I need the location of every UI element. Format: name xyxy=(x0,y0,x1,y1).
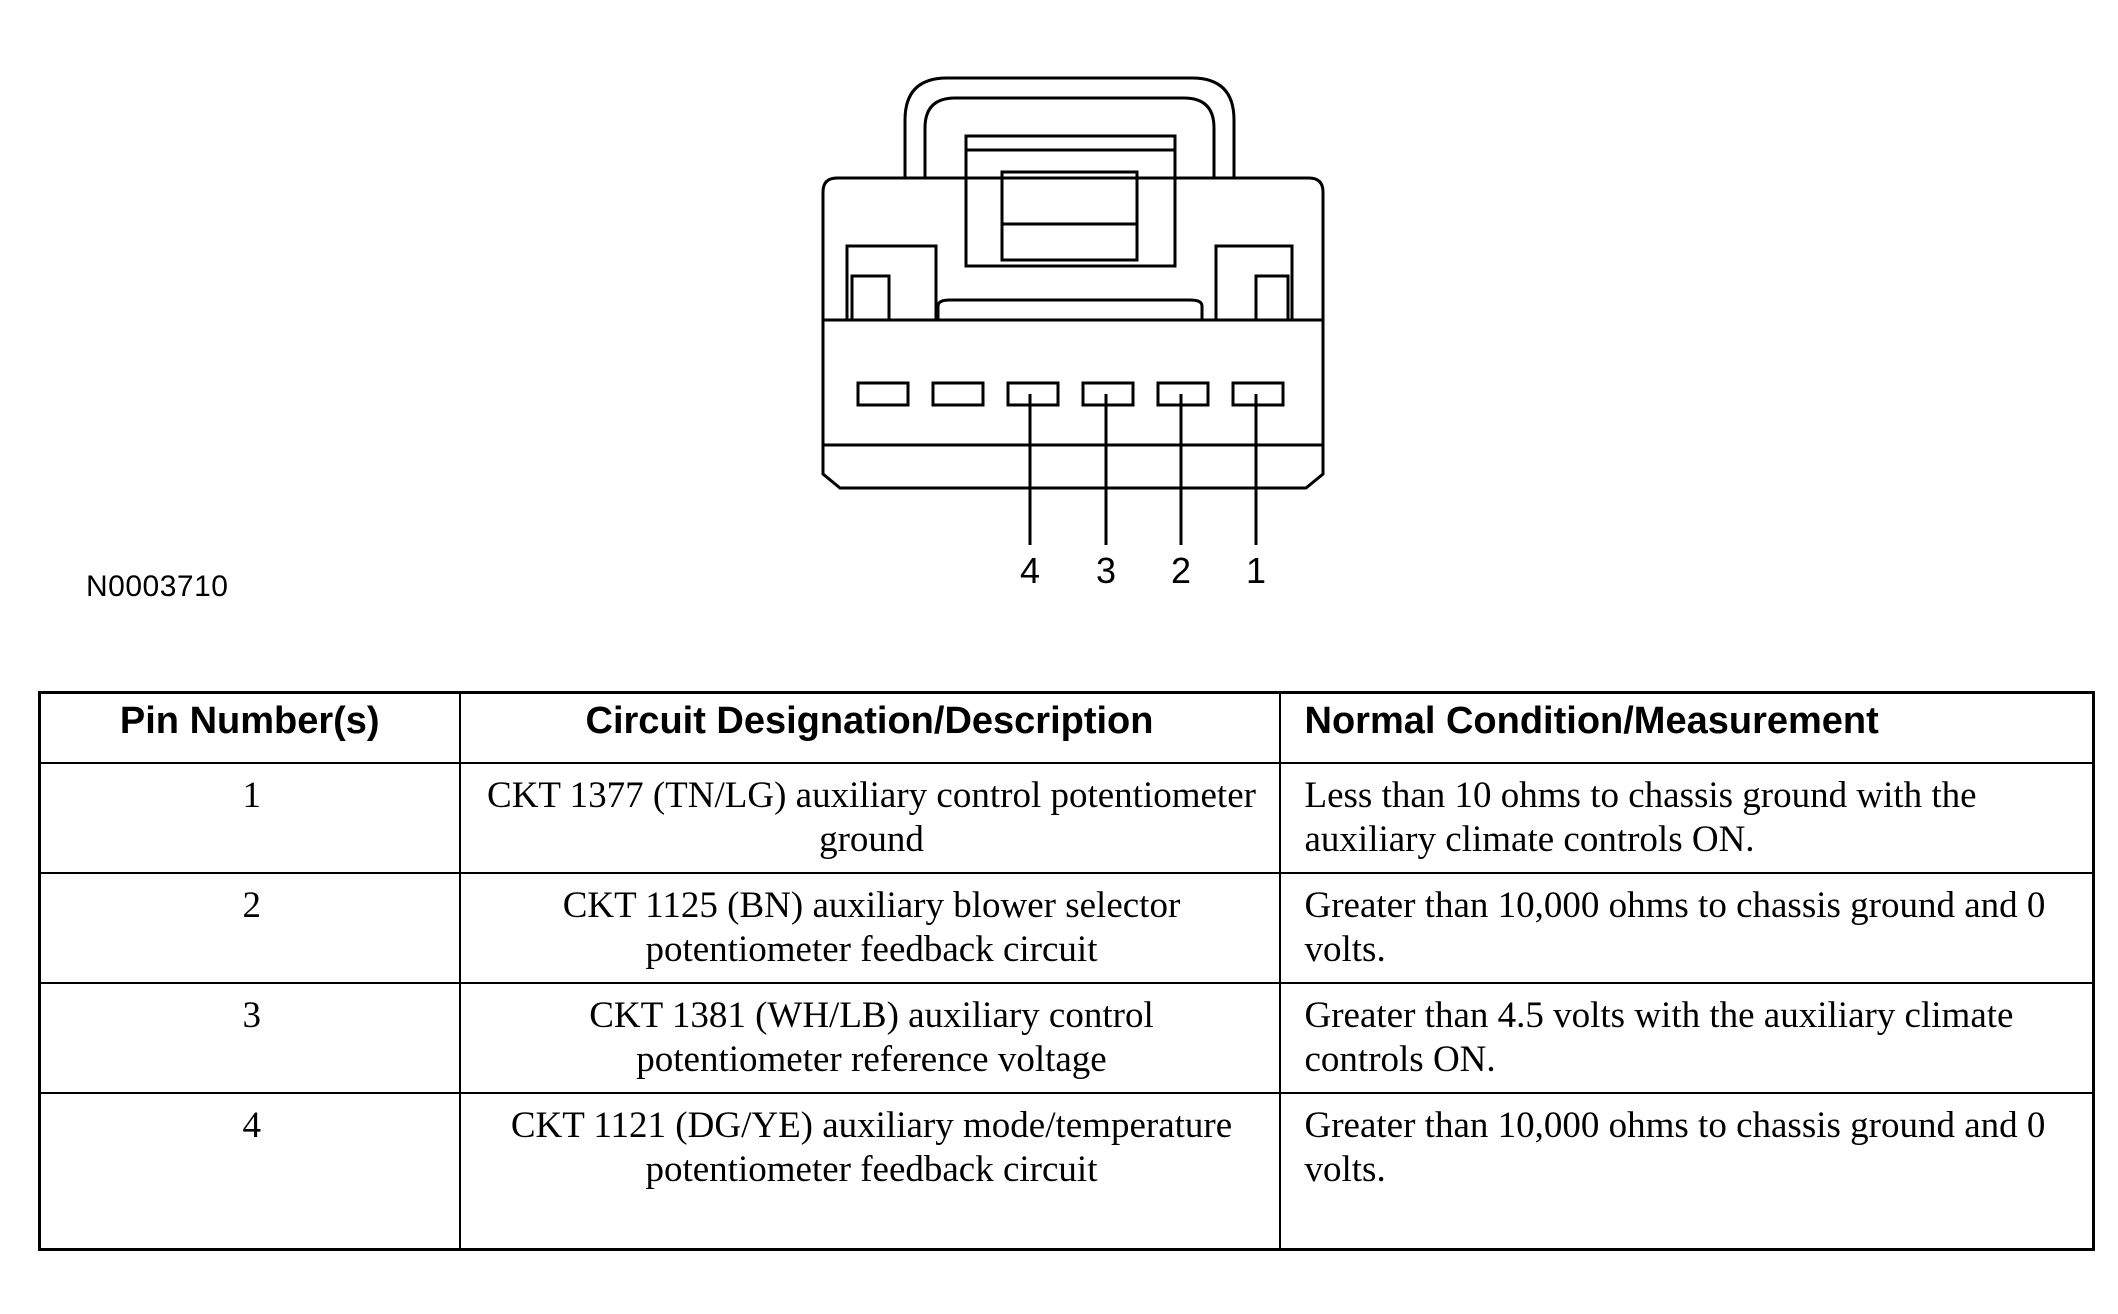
terminal-cavity-6 xyxy=(856,381,910,407)
normal-condition-cell: Greater than 10,000 ohms to chassis grou… xyxy=(1278,1092,2095,1251)
pin-label-1: 1 xyxy=(1246,550,1266,591)
connector-latch-inner xyxy=(923,96,1216,178)
left-key-inner xyxy=(850,274,891,320)
normal-condition-cell: Greater than 10,000 ohms to chassis grou… xyxy=(1278,872,2095,984)
pin-number-cell: 2 xyxy=(38,872,461,984)
figure-id: N0003710 xyxy=(86,570,229,603)
pin-table: Pin Number(s) Circuit Designation/Descri… xyxy=(38,691,2095,1251)
connector-housing xyxy=(821,176,1325,490)
header-normal-condition: Normal Condition/Measurement xyxy=(1278,691,2095,764)
pin-number-cell: 3 xyxy=(38,982,461,1094)
table-header-row: Pin Number(s) Circuit Designation/Descri… xyxy=(38,691,2095,764)
normal-condition-cell: Greater than 4.5 volts with the auxiliar… xyxy=(1278,982,2095,1094)
pin-number-cell: 1 xyxy=(38,762,461,874)
pin-label-3: 3 xyxy=(1096,550,1116,591)
header-circuit-description: Circuit Designation/Description xyxy=(458,691,1281,764)
table-row: 2 CKT 1125 (BN) auxiliary blower selecto… xyxy=(38,872,2095,984)
table-row: 3 CKT 1381 (WH/LB) auxiliary control pot… xyxy=(38,982,2095,1094)
terminal-cavity-1 xyxy=(1231,381,1285,407)
circuit-description-cell: CKT 1121 (DG/YE) auxiliary mode/temperat… xyxy=(458,1092,1281,1251)
lock-ramp xyxy=(936,298,1204,320)
terminal-cavity-3 xyxy=(1081,381,1135,407)
lock-channel-inner xyxy=(1000,170,1139,262)
right-key-inner xyxy=(1254,274,1290,320)
terminal-cavity-4 xyxy=(1006,381,1060,407)
header-pin-number: Pin Number(s) xyxy=(38,691,461,764)
connector-latch-outer xyxy=(903,76,1236,178)
terminal-cavity-2 xyxy=(1156,381,1210,407)
connector-face-diagram: 4 3 2 1 xyxy=(821,76,1325,591)
pin-label-4: 4 xyxy=(1020,550,1040,591)
right-key-outer xyxy=(1214,244,1294,320)
lock-channel-outer xyxy=(964,134,1177,268)
pin-label-2: 2 xyxy=(1171,550,1191,591)
pin-number-cell: 4 xyxy=(38,1092,461,1251)
left-key-outer xyxy=(845,244,938,320)
circuit-description-cell: CKT 1125 (BN) auxiliary blower selector … xyxy=(458,872,1281,984)
circuit-description-cell: CKT 1381 (WH/LB) auxiliary control poten… xyxy=(458,982,1281,1094)
circuit-description-cell: CKT 1377 (TN/LG) auxiliary control poten… xyxy=(458,762,1281,874)
table-row: 1 CKT 1377 (TN/LG) auxiliary control pot… xyxy=(38,762,2095,874)
normal-condition-cell: Less than 10 ohms to chassis ground with… xyxy=(1278,762,2095,874)
table-row: 4 CKT 1121 (DG/YE) auxiliary mode/temper… xyxy=(38,1092,2095,1251)
terminal-cavity-5 xyxy=(931,381,985,407)
